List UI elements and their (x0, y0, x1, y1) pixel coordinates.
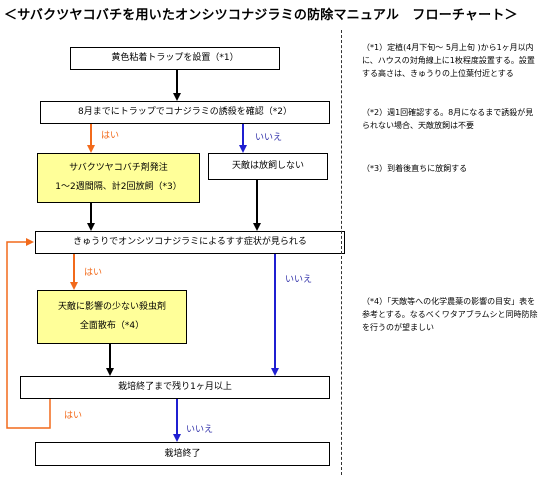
label-no-remaining: いいえ (186, 425, 214, 435)
box-no-release-text: 天敵は放飼しない (231, 161, 304, 172)
box-end: 栽培終了 (35, 442, 330, 466)
box-remaining-time: 栽培終了まで残り1ヶ月以上 (20, 376, 330, 399)
box-release-wasp-line1: サバクツヤコバチ剤発注 (69, 163, 168, 174)
label-yes-remaining: はい (64, 411, 83, 421)
notes-divider (341, 30, 342, 475)
box-release-wasp: サバクツヤコバチ剤発注 1〜2週間隔、計2回放飼（*3） (37, 153, 200, 203)
note-3: （*3）到着後直ちに放飼する (362, 164, 468, 173)
box-spray-insecticide-line2: 全面散布（*4） (79, 321, 145, 331)
note-1: （*1）定植(4月下旬〜 5月上旬 )から1ヶ月以内に、ハウスの対角線上に1枚程… (362, 43, 535, 78)
label-no-step2: いいえ (255, 133, 283, 143)
box-check-trap: 8月までにトラップでコナジラミの誘殺を確認（*2） (40, 101, 330, 124)
box-no-release: 天敵は放飼しない (208, 153, 328, 180)
box-symptom-check: きゅうりでオンシツコナジラミによるすす症状が見られる (35, 231, 345, 254)
box-symptom-check-text: きゅうりでオンシツコナジラミによるすす症状が見られる (73, 237, 307, 248)
note-4: （*4）「天敵等への化学農薬の影響の目安」表を参考とする。なるべくワタアブラムシ… (362, 297, 538, 332)
label-no-symptom: いいえ (285, 275, 313, 285)
box-remaining-time-text: 栽培終了まで残り1ヶ月以上 (118, 382, 232, 393)
arrow-loop-back-yes (6, 238, 51, 429)
label-yes-step2: はい (101, 131, 120, 141)
box-install-trap-text: 黄色粘着トラップを設置（*1） (111, 53, 239, 64)
box-install-trap: 黄色粘着トラップを設置（*1） (70, 47, 280, 70)
box-end-text: 栽培終了 (164, 448, 201, 459)
box-release-wasp-line2: 1〜2週間隔、計2回放飼（*3） (55, 182, 182, 192)
note-2: （*2）週1回確認する。8月になるまで誘殺が見られない場合、天敵放飼は不要 (362, 108, 534, 130)
page-title: ＜サバクツヤコバチを用いたオンシツコナジラミの防除マニュアル フローチャート＞ (4, 8, 518, 23)
box-spray-insecticide: 天敵に影響の少ない殺虫剤 全面散布（*4） (37, 290, 187, 344)
label-yes-symptom: はい (84, 268, 103, 278)
box-check-trap-text: 8月までにトラップでコナジラミの誘殺を確認（*2） (78, 107, 292, 118)
box-spray-insecticide-line1: 天敵に影響の少ない殺虫剤 (57, 302, 166, 313)
